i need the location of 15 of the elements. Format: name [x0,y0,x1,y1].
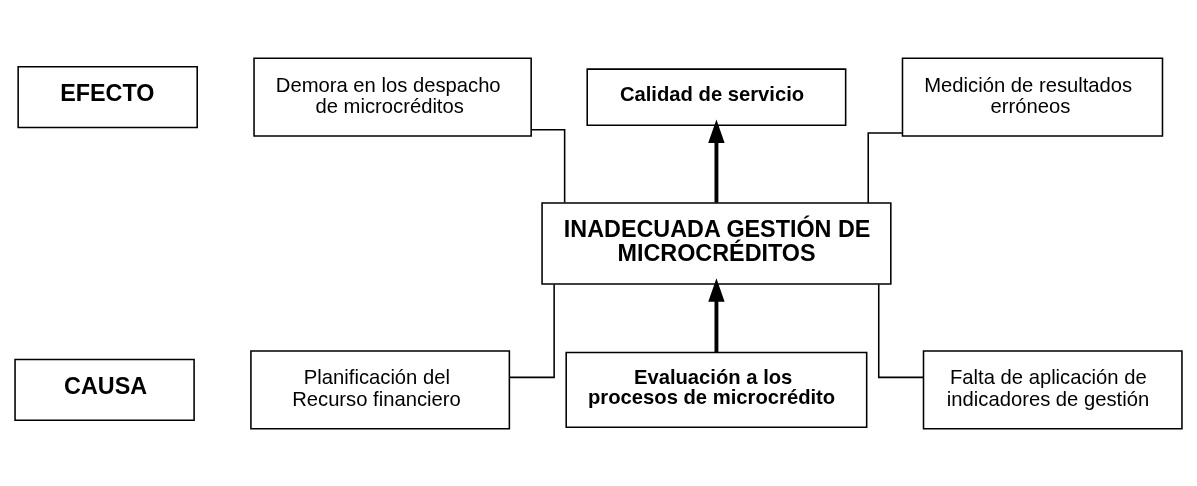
connector [877,283,924,378]
connector [530,128,566,203]
node-box: CAUSA [14,358,195,421]
node-box: Falta de aplicación de indicadores de gestión [922,349,1183,430]
connector [509,283,555,378]
connector [867,131,904,204]
node-box: Medición de resultados erróneos [901,56,1164,137]
node-box: Evaluación a los procesos de microcrédito [565,351,868,428]
node-box: INADECUADA GESTIÓN DE MICROCRÉDITOS [541,201,892,285]
arrow [708,277,725,352]
arrow [708,118,725,203]
node-box: Demora en los despacho de microcréditos [253,56,532,137]
node-box: Calidad de servicio [586,67,847,126]
node-box: Planificación del Recurso financiero [250,349,511,430]
node-box: EFECTO [17,65,198,128]
